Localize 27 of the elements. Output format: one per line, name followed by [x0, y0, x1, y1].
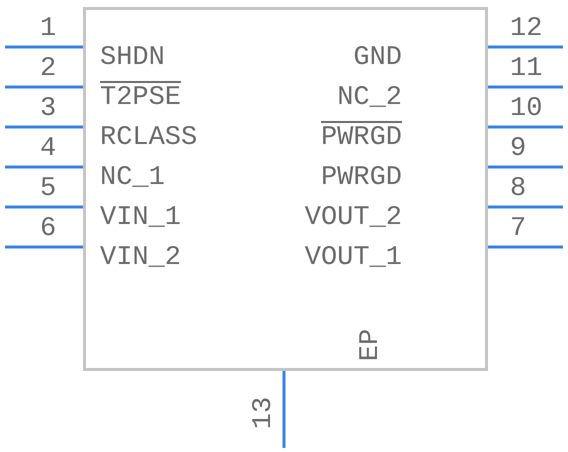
pin-number: 8 [510, 174, 526, 204]
pin-name: NC_1 [100, 163, 165, 193]
pin-name: GND [353, 43, 402, 73]
pin-name: T2PSE [100, 83, 182, 113]
pin-name: VIN_2 [100, 243, 182, 273]
pin-number: 3 [40, 94, 56, 124]
pin-number: 11 [510, 54, 542, 84]
pin-number: 7 [510, 214, 526, 244]
pin-name: VOUT_1 [304, 243, 402, 273]
pin-name: NC_2 [337, 83, 402, 113]
pin-number: 2 [40, 54, 56, 84]
pin-name: VIN_1 [100, 203, 182, 233]
pin-name: PWRGD [320, 123, 402, 153]
pin-number: 9 [510, 134, 526, 164]
pin-number: 6 [40, 214, 56, 244]
pin-number: 4 [40, 134, 56, 164]
pin-name: PWRGD [320, 163, 402, 193]
pin-name: VOUT_2 [304, 203, 402, 233]
pin-number: 13 [249, 396, 280, 430]
pin-name: RCLASS [100, 123, 198, 153]
pin-number: 10 [510, 94, 542, 124]
pin-name: EP [356, 328, 386, 362]
pin-number: 5 [40, 174, 56, 204]
pin-number: 1 [40, 14, 56, 44]
chip-body [83, 7, 488, 371]
pin-name: SHDN [100, 43, 165, 73]
pin-number: 12 [510, 14, 542, 44]
